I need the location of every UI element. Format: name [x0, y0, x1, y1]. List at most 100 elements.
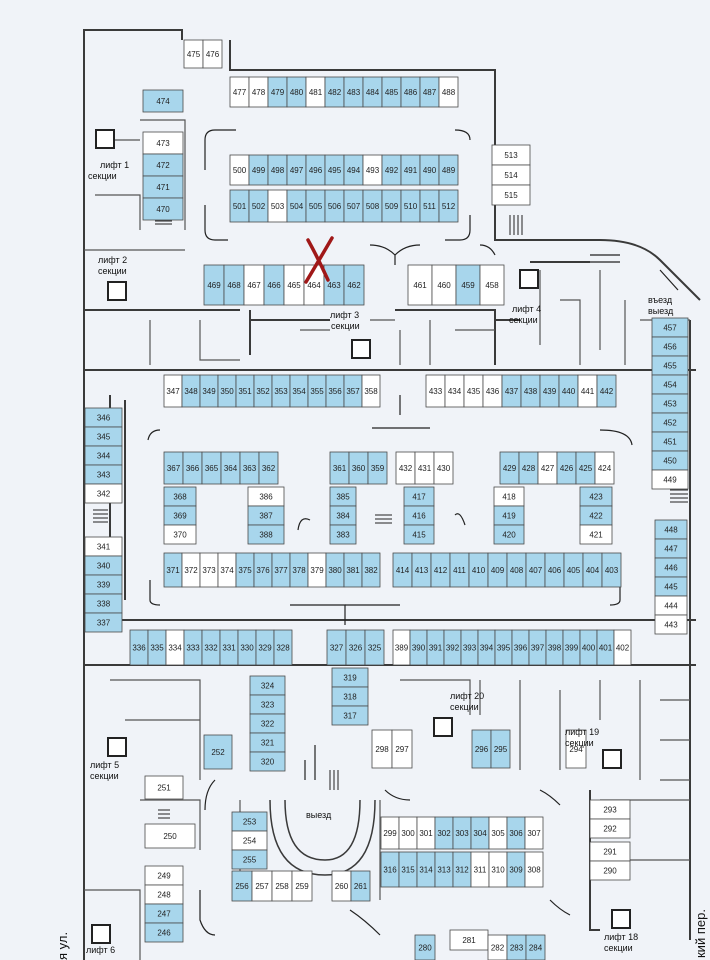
- parking-space-493[interactable]: 493: [362, 154, 383, 186]
- parking-space-426[interactable]: 426: [556, 451, 577, 485]
- parking-space-256[interactable]: 256: [231, 870, 253, 902]
- parking-space-304[interactable]: 304: [470, 816, 490, 850]
- parking-space-cell[interactable]: [142, 197, 184, 221]
- parking-space-431[interactable]: 431: [414, 451, 435, 485]
- parking-space-cell[interactable]: [367, 451, 388, 485]
- parking-space-456[interactable]: 456: [651, 336, 689, 357]
- parking-space-481[interactable]: 481: [305, 76, 326, 108]
- parking-space-385[interactable]: 385: [329, 486, 357, 507]
- parking-space-511[interactable]: 511: [419, 189, 440, 223]
- parking-space-258[interactable]: 258: [271, 870, 293, 902]
- parking-space-cell[interactable]: [589, 818, 631, 839]
- parking-space-478[interactable]: 478: [248, 76, 269, 108]
- parking-space-cell[interactable]: [433, 451, 454, 485]
- parking-space-399[interactable]: 399: [562, 629, 581, 666]
- parking-space-326[interactable]: 326: [345, 629, 366, 666]
- parking-space-466[interactable]: 466: [263, 264, 285, 306]
- parking-space-364[interactable]: 364: [220, 451, 241, 485]
- parking-space-453[interactable]: 453: [651, 393, 689, 414]
- parking-space-513[interactable]: 513: [491, 144, 531, 166]
- parking-space-347[interactable]: 347: [163, 374, 183, 408]
- parking-space-503[interactable]: 503: [267, 189, 288, 223]
- parking-space-420[interactable]: 420: [493, 524, 525, 545]
- parking-space-480[interactable]: 480: [286, 76, 307, 108]
- parking-space-504[interactable]: 504: [286, 189, 307, 223]
- parking-space-440[interactable]: 440: [558, 374, 579, 408]
- parking-space-425[interactable]: 425: [575, 451, 596, 485]
- parking-space-433[interactable]: 433: [425, 374, 446, 408]
- parking-space-474[interactable]: 474: [142, 89, 184, 113]
- parking-space-460[interactable]: 460: [431, 264, 457, 306]
- parking-space-325[interactable]: 325: [364, 629, 385, 666]
- parking-space-400[interactable]: 400: [579, 629, 598, 666]
- parking-space-259[interactable]: 259: [291, 870, 313, 902]
- parking-space-cell[interactable]: [525, 934, 546, 960]
- parking-space-458[interactable]: 458: [479, 264, 505, 306]
- parking-space-475[interactable]: 475: [183, 39, 204, 69]
- parking-space-489[interactable]: 489: [438, 154, 459, 186]
- parking-space-508[interactable]: 508: [362, 189, 383, 223]
- parking-space-246[interactable]: 246: [144, 922, 184, 943]
- parking-space-391[interactable]: 391: [426, 629, 445, 666]
- parking-space-cell[interactable]: [589, 860, 631, 881]
- parking-space-cell[interactable]: [524, 816, 544, 850]
- parking-space-cell[interactable]: [144, 823, 196, 849]
- parking-space-412[interactable]: 412: [430, 552, 451, 588]
- parking-space-cell[interactable]: [203, 734, 233, 770]
- parking-space-373[interactable]: 373: [199, 552, 219, 588]
- parking-space-492[interactable]: 492: [381, 154, 402, 186]
- parking-space-401[interactable]: 401: [596, 629, 615, 666]
- parking-space-390[interactable]: 390: [409, 629, 428, 666]
- parking-space-330[interactable]: 330: [237, 629, 257, 666]
- parking-space-294[interactable]: 294: [565, 729, 587, 769]
- parking-space-483[interactable]: 483: [343, 76, 364, 108]
- parking-space-394[interactable]: 394: [477, 629, 496, 666]
- parking-space-261[interactable]: 261: [350, 870, 371, 902]
- parking-space-cell[interactable]: [329, 524, 357, 545]
- parking-space-422[interactable]: 422: [579, 505, 613, 526]
- parking-space-509[interactable]: 509: [381, 189, 402, 223]
- parking-space-cell[interactable]: [364, 629, 385, 666]
- parking-space-cell[interactable]: [601, 552, 622, 588]
- parking-space-424[interactable]: 424: [594, 451, 615, 485]
- parking-space-cell[interactable]: [493, 524, 525, 545]
- parking-space-499[interactable]: 499: [248, 154, 269, 186]
- parking-space-cell[interactable]: [414, 934, 436, 960]
- parking-space-cell[interactable]: [403, 524, 435, 545]
- parking-space-477[interactable]: 477: [229, 76, 250, 108]
- parking-space-427[interactable]: 427: [537, 451, 558, 485]
- parking-space-cell[interactable]: [651, 469, 689, 490]
- parking-space-316[interactable]: 316: [380, 851, 400, 888]
- parking-space-307[interactable]: 307: [524, 816, 544, 850]
- parking-space-350[interactable]: 350: [217, 374, 237, 408]
- parking-space-280[interactable]: 280: [414, 934, 436, 960]
- parking-space-cell[interactable]: [144, 775, 184, 800]
- parking-space-293[interactable]: 293: [589, 799, 631, 820]
- parking-space-310[interactable]: 310: [488, 851, 508, 888]
- parking-space-cell[interactable]: [596, 374, 617, 408]
- parking-space-437[interactable]: 437: [501, 374, 522, 408]
- parking-space-469[interactable]: 469: [203, 264, 225, 306]
- parking-space-314[interactable]: 314: [416, 851, 436, 888]
- parking-space-257[interactable]: 257: [251, 870, 273, 902]
- parking-space-435[interactable]: 435: [463, 374, 484, 408]
- parking-space-342[interactable]: 342: [84, 483, 123, 504]
- parking-space-338[interactable]: 338: [84, 593, 123, 614]
- parking-space-cell[interactable]: [438, 154, 459, 186]
- parking-space-361[interactable]: 361: [329, 451, 350, 485]
- parking-space-461[interactable]: 461: [407, 264, 433, 306]
- parking-space-cell[interactable]: [455, 264, 481, 306]
- parking-space-308[interactable]: 308: [524, 851, 544, 888]
- parking-space-351[interactable]: 351: [235, 374, 255, 408]
- parking-space-454[interactable]: 454: [651, 374, 689, 395]
- parking-space-405[interactable]: 405: [563, 552, 584, 588]
- parking-space-260[interactable]: 260: [331, 870, 352, 902]
- parking-space-381[interactable]: 381: [343, 552, 363, 588]
- parking-space-376[interactable]: 376: [253, 552, 273, 588]
- parking-space-374[interactable]: 374: [217, 552, 237, 588]
- parking-space-357[interactable]: 357: [343, 374, 363, 408]
- parking-space-388[interactable]: 388: [247, 524, 285, 545]
- parking-space-457[interactable]: 457: [651, 317, 689, 338]
- parking-space-cell[interactable]: [142, 89, 184, 113]
- parking-space-494[interactable]: 494: [343, 154, 364, 186]
